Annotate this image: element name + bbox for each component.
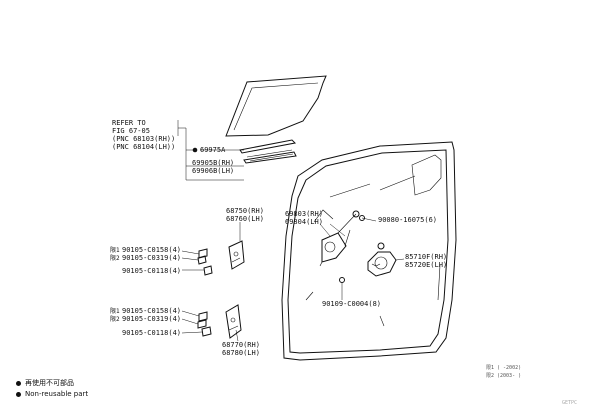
rear-door-panel — [281, 141, 457, 361]
reference-note: REFER TO FIG 67-05 (PNC 68103(RH)) (PNC … — [112, 119, 175, 151]
label-upper-bolt-b: 90105-C0319(4) — [122, 254, 181, 262]
refer-line-3: (PNC 68103(RH)) — [112, 135, 175, 143]
regulator-motor — [367, 242, 397, 277]
non-reusable-marker — [192, 147, 198, 153]
prefix-upper-2: 限2 — [110, 254, 120, 262]
label-68760: 68760(LH) — [226, 215, 264, 223]
label-lower-bolt-a: 90105-C0158(4) — [122, 307, 181, 315]
label-68770: 68770(RH) — [222, 341, 260, 349]
label-90109: 90109-C0004(8) — [322, 300, 381, 308]
label-lower-bolt-c: 90105-C0118(4) — [122, 329, 181, 337]
leader-lines — [177, 120, 405, 342]
label-68780: 68780(LH) — [222, 349, 260, 357]
label-upper-bolt-a: 90105-C0158(4) — [122, 246, 181, 254]
legend-item-1: 再使用不可部品 — [25, 379, 74, 387]
bullet-icon — [16, 391, 21, 397]
legend-row-1: 再使用不可部品 — [16, 378, 74, 388]
label-68750: 68750(RH) — [226, 207, 264, 215]
refer-line-4: (PNC 68104(LH)) — [112, 143, 175, 151]
label-69804: 69804(LH) — [285, 218, 323, 226]
label-69803: 69803(RH) — [285, 210, 323, 218]
label-upper-bolt-c: 90105-C0118(4) — [122, 267, 181, 275]
label-69906B: 69906B(LH) — [192, 167, 234, 175]
bullet-icon — [16, 380, 21, 386]
refer-line-2: FIG 67-05 — [112, 127, 150, 135]
glass-run-strip — [239, 139, 297, 164]
prefix-lower-1: 限1 — [110, 307, 120, 315]
upper-door-hinge — [228, 240, 245, 270]
label-69905B: 69905B(RH) — [192, 159, 234, 167]
prefix-lower-2: 限2 — [110, 315, 120, 323]
label-lower-bolt-b: 90105-C0319(4) — [122, 315, 181, 323]
footnote-2: 限2 (2003- ) — [486, 373, 522, 379]
prefix-upper-1: 限1 — [110, 246, 120, 254]
refer-line-1: REFER TO — [112, 119, 146, 127]
window-regulator — [319, 210, 360, 267]
label-90080: 90080-16075(6) — [378, 216, 437, 224]
lower-door-hinge — [225, 304, 242, 339]
label-69975A: 69975A — [200, 146, 226, 154]
watermark: GETPC — [562, 400, 578, 406]
hinge-bolts — [197, 215, 365, 337]
label-85720E: 85720E(LH) — [405, 261, 447, 269]
footnote-1: 限1 ( -2002) — [486, 365, 522, 371]
legend-row-2: Non-reusable part — [16, 390, 88, 398]
door-glass — [225, 75, 327, 137]
legend-item-2: Non-reusable part — [25, 390, 89, 398]
label-85710F: 85710F(RH) — [405, 253, 447, 261]
